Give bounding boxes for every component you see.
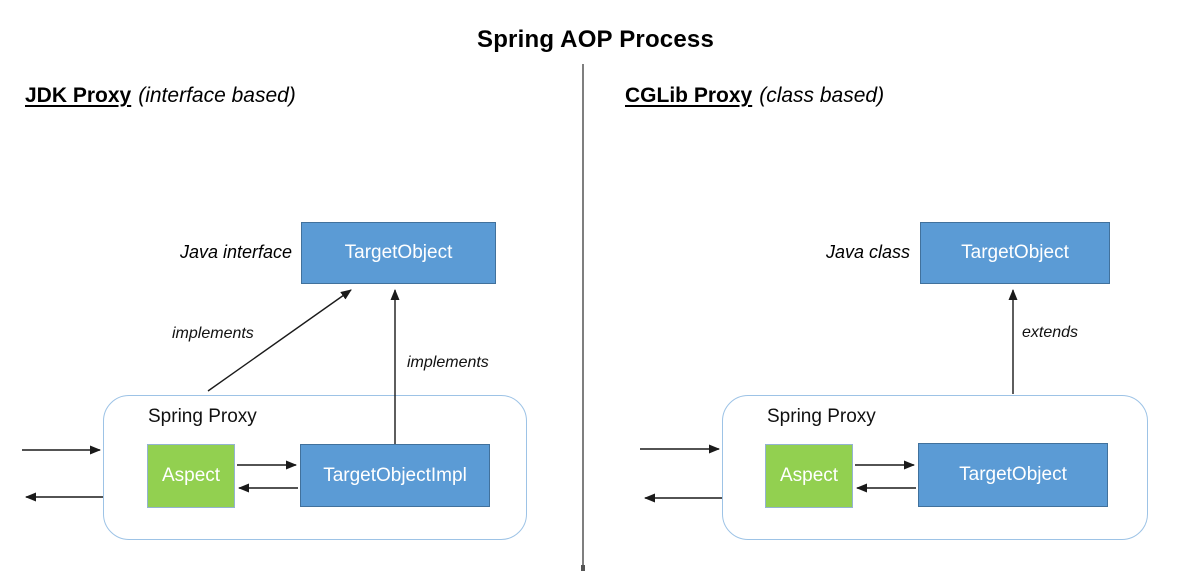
java-interface-label: Java interface — [179, 242, 292, 262]
divider-line-tip — [581, 565, 585, 571]
cglib-proxy-heading-title: CGLib Proxy — [625, 84, 753, 107]
cglib-target-object-box: TargetObject — [920, 222, 1110, 284]
cglib-proxy-heading: CGLib Proxy (class based) — [625, 84, 884, 108]
cglib-spring-proxy-label: Spring Proxy — [767, 406, 876, 427]
jdk-proxy-heading: JDK Proxy (interface based) — [25, 84, 296, 108]
jdk-proxy-heading-note: (interface based) — [138, 84, 296, 107]
jdk-proxy-heading-title: JDK Proxy — [25, 84, 132, 107]
jdk-target-object-box: TargetObject — [301, 222, 496, 284]
jdk-target-object-impl-box: TargetObjectImpl — [300, 444, 490, 507]
cglib-proxy-heading-note: (class based) — [759, 84, 885, 107]
cglib-spring-proxy-container — [722, 395, 1148, 540]
page-title: Spring AOP Process — [476, 26, 714, 53]
java-class-label: Java class — [825, 242, 910, 262]
jdk-spring-proxy-label: Spring Proxy — [148, 406, 257, 427]
divider-line — [582, 64, 584, 570]
cglib-target-object-inner-box: TargetObject — [918, 443, 1108, 507]
jdk-spring-proxy-container — [103, 395, 527, 540]
jdk-aspect-box: Aspect — [147, 444, 235, 508]
cglib-aspect-box: Aspect — [765, 444, 853, 508]
jdk-implements-diagonal-label: implements — [172, 325, 254, 342]
cglib-extends-label: extends — [1022, 324, 1079, 341]
jdk-implements-vertical-label: implements — [407, 354, 489, 371]
